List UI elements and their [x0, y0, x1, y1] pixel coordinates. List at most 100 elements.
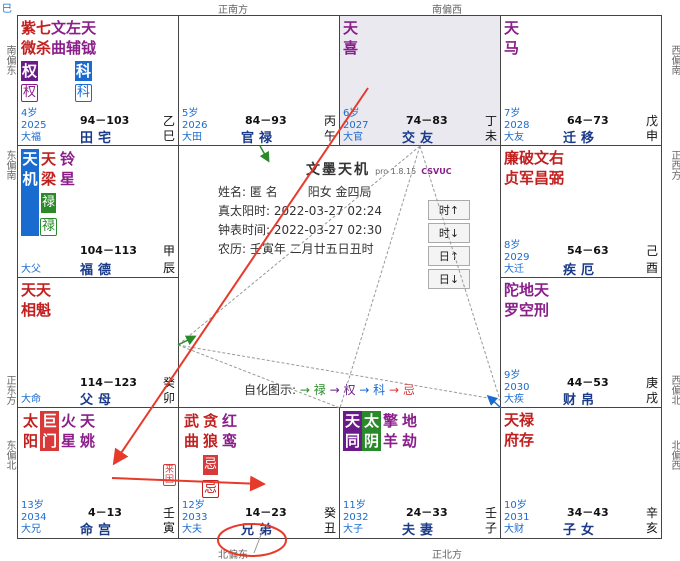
star: 地	[519, 281, 535, 299]
age: 9岁	[504, 370, 521, 381]
age: 11岁	[343, 500, 366, 511]
limit: 大官	[343, 132, 363, 143]
legend-label: 自化图示:	[244, 383, 297, 397]
stars: 廉破文右 贞军昌弼	[504, 148, 564, 188]
branch: 未	[484, 129, 497, 143]
limit: 大兄	[21, 524, 41, 535]
palace-name: 命宫	[80, 523, 117, 538]
branch: 子	[484, 521, 497, 535]
palace-xu[interactable]: 陀地天 罗空刑 9岁 2030 大疾 44－53 财帛 庚 戌	[500, 277, 662, 408]
star: 天	[22, 150, 38, 168]
star: 羊	[382, 432, 398, 450]
palace-name: 田宅	[80, 131, 117, 146]
age-range: 74－83	[406, 114, 448, 127]
limit: 大疾	[504, 394, 524, 405]
palace-name: 兄弟	[241, 523, 278, 538]
star: 曲	[51, 39, 67, 57]
star: 杀	[36, 39, 52, 57]
age: 10岁	[504, 500, 527, 511]
star: 刑	[534, 301, 550, 319]
limit: 大迁	[504, 264, 524, 275]
clock-time: 钟表时间: 2022-03-27 02:30	[218, 223, 382, 237]
star: 微	[21, 39, 37, 57]
palace-chou[interactable]: 武曲 贪狼 忌 忌 红鸾 来因 12岁 2033 大夫 14－23 兄弟 癸 丑	[163, 407, 340, 539]
day-down-button[interactable]: 日↓	[428, 269, 470, 289]
palace-name: 父母	[80, 393, 117, 408]
age-range: 64－73	[567, 114, 609, 127]
star: 辅	[66, 39, 82, 57]
limit: 大田	[182, 132, 202, 143]
stem: 丁	[484, 114, 497, 128]
star: 军	[519, 169, 535, 187]
age: 4岁	[21, 108, 38, 119]
hua-ke-outline: 科	[75, 84, 93, 102]
edge-right-low: 西偏北	[669, 375, 680, 405]
year: 2029	[504, 252, 530, 263]
edge-right-mid: 正西方	[669, 150, 680, 180]
palace-shen[interactable]: 天 马 7岁 2028 大友 64－73 迁移 戊 申	[500, 15, 662, 146]
legend-ji: → 忌	[388, 383, 415, 397]
star: 巨	[41, 412, 57, 430]
year: 2027	[343, 120, 369, 131]
name-label: 姓名: 匿 名	[218, 185, 278, 199]
palace-chen[interactable]: 天 机 天 梁 禄 禄 铃 星 大父 104－113 福德 甲 辰	[17, 145, 179, 278]
star: 擎	[382, 412, 398, 430]
star: 贪	[202, 412, 218, 430]
age: 12岁	[182, 500, 205, 511]
star: 阴	[363, 432, 379, 450]
app-title: 文墨天机	[306, 162, 370, 178]
palace-you[interactable]: 廉破文右 贞军昌弼 8岁 2029 大迁 54－63 疾厄 己 酉	[500, 145, 662, 278]
age: 8岁	[504, 240, 521, 251]
branch: 戌	[645, 391, 658, 405]
palace-name: 迁移	[563, 131, 600, 146]
star: 星	[60, 432, 76, 450]
laiyin-tag: 来因	[163, 464, 176, 486]
palace-mao[interactable]: 天天 相魁 大命 114－123 父母 癸 卯	[17, 277, 179, 408]
star: 魁	[36, 301, 52, 319]
palace-yin[interactable]: 太阳 巨门 火星 天姚 13岁 2034 大兄 4－13 命宫 壬 寅	[17, 407, 179, 539]
star: 天	[79, 412, 95, 430]
star: 罗	[504, 301, 520, 319]
age-range: 114－123	[80, 376, 137, 389]
stars: 陀地天 罗空刑	[504, 280, 549, 320]
day-up-button[interactable]: 日↑	[428, 246, 470, 266]
stem: 乙	[162, 114, 175, 128]
star: 天	[504, 19, 520, 37]
stem: 甲	[162, 244, 175, 258]
star: 天	[343, 19, 359, 37]
star: 天	[81, 19, 97, 37]
lunar-date: 农历: 壬寅年 二月廿五日丑时	[218, 242, 374, 256]
stem: 庚	[645, 376, 658, 390]
palace-hai[interactable]: 天禄 府存 10岁 2031 大财 34－43 子女 辛 亥	[500, 407, 662, 539]
star: 文	[534, 149, 550, 167]
stem: 己	[645, 244, 658, 258]
age: 13岁	[21, 500, 44, 511]
age-range: 14－23	[245, 506, 287, 519]
star: 阳	[22, 432, 38, 450]
palace-zi[interactable]: 天同 太阴 擎羊 地劫 11岁 2032 大子 24－33 夫妻 壬 子	[339, 407, 501, 539]
branch: 辰	[162, 261, 175, 275]
star: 姚	[79, 432, 95, 450]
hour-down-button[interactable]: 时↓	[428, 223, 470, 243]
app-code: CSVUC	[421, 167, 452, 176]
star: 右	[549, 149, 565, 167]
star: 太	[22, 412, 38, 430]
year: 2026	[182, 120, 208, 131]
age: 6岁	[343, 108, 360, 119]
branch: 酉	[645, 261, 658, 275]
star: 天	[504, 411, 520, 429]
star: 弼	[549, 169, 565, 187]
stem: 壬	[162, 506, 175, 520]
palace-wei[interactable]: 天 喜 6岁 2027 大官 74－83 交友 丁 未	[339, 15, 501, 146]
stars: 天禄 府存	[504, 410, 534, 450]
hour-up-button[interactable]: 时↑	[428, 200, 470, 220]
palace-wu[interactable]: 5岁 2026 大田 84－93 官禄 丙 午	[178, 15, 340, 146]
palace-si[interactable]: 紫七文左天 微杀曲辅钺 权科 权科 4岁 2025 大福 94－103 田宅 乙…	[17, 15, 179, 146]
hua-lu-badge: 禄	[40, 193, 56, 213]
palace-name: 福德	[80, 263, 117, 278]
stars: 天 喜	[343, 18, 358, 58]
year: 2032	[343, 512, 369, 523]
hua-lu-outline: 禄	[39, 218, 57, 236]
star: 劫	[401, 432, 417, 450]
branch: 丑	[323, 521, 336, 535]
